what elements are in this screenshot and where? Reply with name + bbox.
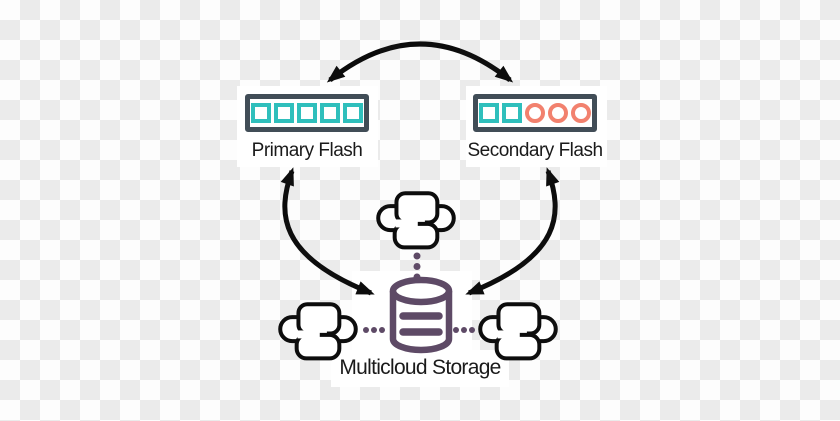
white-backdrop-storage-label — [331, 350, 509, 387]
flash-cell-square — [343, 103, 363, 123]
secondary-flash-label: Secondary Flash — [467, 140, 603, 161]
cloud-icon — [278, 302, 358, 361]
arrow-secondary-multicloud — [465, 167, 560, 296]
flash-cell-square — [251, 103, 271, 123]
arrow-primary-secondary — [326, 41, 514, 83]
dotted-connector-left — [363, 327, 385, 333]
cloud-icon — [376, 191, 456, 250]
multicloud-storage-label: Multicloud Storage — [339, 356, 501, 379]
secondary-flash-chassis — [473, 94, 597, 132]
flash-cell-square — [320, 103, 340, 123]
database-icon — [389, 276, 453, 354]
flash-cell-square — [502, 103, 522, 123]
flash-cell-circle — [525, 103, 545, 123]
secondary-flash-node: Secondary Flash — [467, 94, 603, 161]
primary-flash-node: Primary Flash — [245, 94, 369, 161]
flash-cell-square — [297, 103, 317, 123]
dotted-connector-right — [453, 327, 475, 333]
cloud-icon — [478, 302, 558, 361]
flash-cell-square — [479, 103, 499, 123]
primary-flash-chassis — [245, 94, 369, 132]
arrow-primary-multicloud — [280, 167, 375, 296]
flash-cell-circle — [548, 103, 568, 123]
flash-cell-square — [274, 103, 294, 123]
flash-cell-circle — [571, 103, 591, 123]
primary-flash-label: Primary Flash — [251, 140, 363, 161]
